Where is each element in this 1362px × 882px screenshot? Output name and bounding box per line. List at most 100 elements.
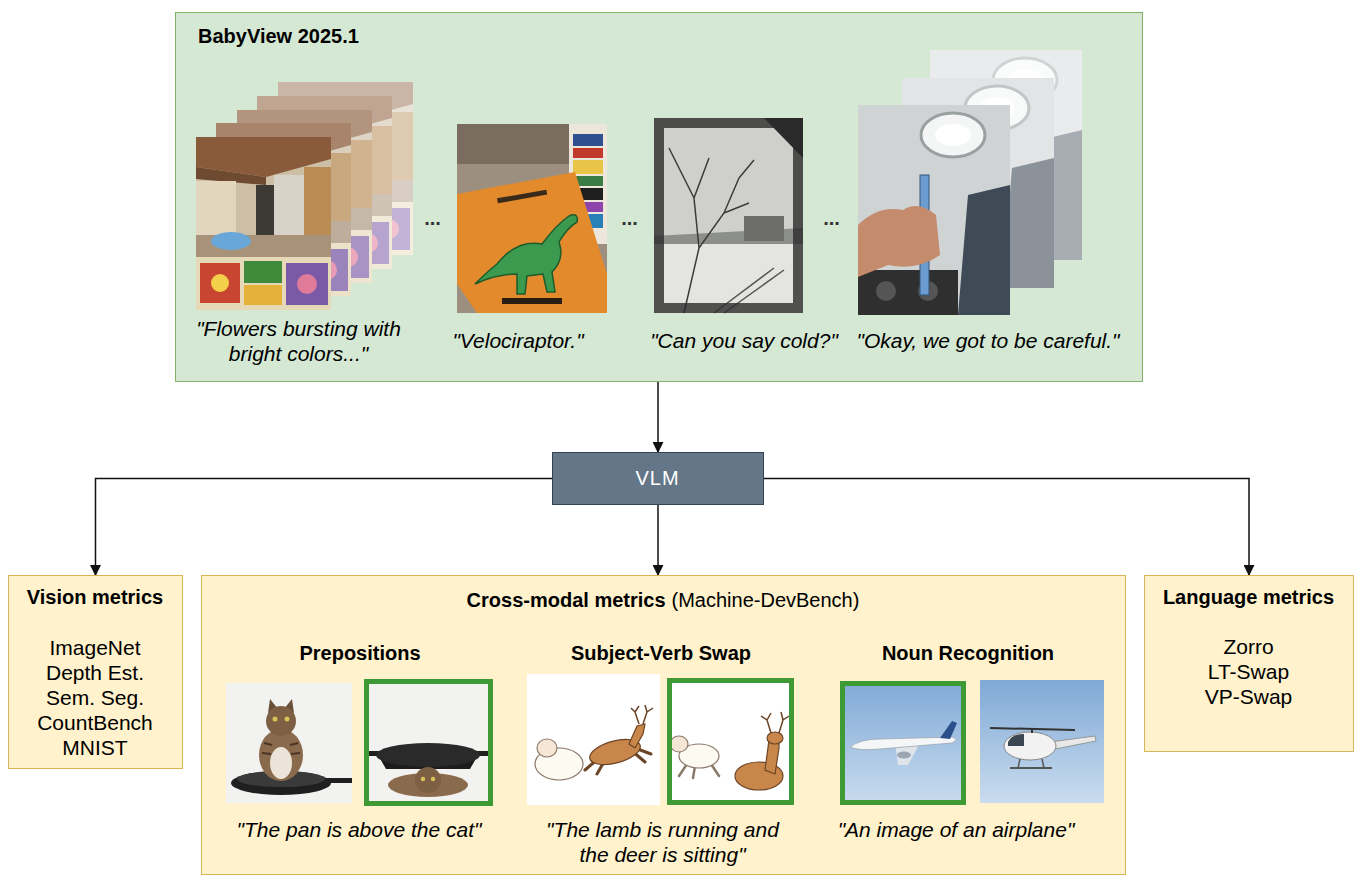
connector-arrow bbox=[96, 479, 553, 576]
utterance-caption: "Okay, we got to be careful." bbox=[856, 328, 1119, 353]
text-row: "Can you say cold?" bbox=[624, 328, 864, 353]
image-lamb-sitting-deer-running bbox=[537, 739, 557, 757]
image-lamb-sitting-deer-running bbox=[585, 758, 599, 770]
text-row: ... bbox=[610, 206, 650, 230]
photo-stack-kitchen bbox=[858, 105, 1010, 315]
text-row: Vision metrics bbox=[9, 585, 181, 609]
text-row: "Flowers bursting with bright colors..." bbox=[181, 316, 416, 366]
text-row: ImageNet bbox=[9, 635, 181, 660]
text-row: Prepositions bbox=[230, 641, 490, 665]
text-row: "The lamb is running and the deer is sit… bbox=[535, 817, 790, 867]
image-airplane bbox=[850, 737, 956, 750]
image-lamb-sitting-deer-running bbox=[629, 724, 645, 748]
text-row: VP-Swap bbox=[1145, 684, 1352, 709]
image-helicopter bbox=[1031, 729, 1033, 733]
photo-winter-window bbox=[654, 118, 803, 313]
connector-arrow bbox=[657, 505, 659, 575]
photo-dinosaur-book bbox=[573, 148, 603, 158]
photo-dinosaur-book bbox=[573, 176, 603, 186]
image-lamb-running-deer-sitting bbox=[761, 712, 789, 733]
photo-winter-window bbox=[714, 268, 784, 313]
ellipsis: ... bbox=[424, 206, 441, 230]
image-cat-in-pan bbox=[237, 771, 325, 787]
image-lamb-sitting-deer-running bbox=[631, 750, 645, 762]
photo-stack-room bbox=[278, 82, 413, 255]
image-cat-in-pan bbox=[264, 743, 272, 745]
photo-stack-room bbox=[257, 96, 392, 269]
text-row: ... bbox=[413, 206, 453, 230]
image-cat-in-pan bbox=[273, 717, 278, 722]
image-pan-above-cat bbox=[388, 773, 468, 797]
image-helicopter bbox=[1050, 736, 1096, 750]
image-cat-in-pan bbox=[326, 778, 352, 783]
image-lamb-sitting-deer-running bbox=[585, 748, 651, 774]
image-lamb-sitting-deer-running bbox=[535, 748, 583, 780]
image-helicopter bbox=[1042, 759, 1044, 768]
photo-dinosaur-book bbox=[573, 134, 603, 146]
image-lamb-sitting-deer-running bbox=[527, 674, 660, 805]
image-lamb-running-deer-sitting bbox=[761, 712, 789, 733]
image-cat-in-pan bbox=[284, 699, 294, 713]
image-helicopter bbox=[980, 680, 1104, 803]
image-helicopter bbox=[1010, 767, 1052, 769]
photo-dinosaur-book bbox=[573, 188, 603, 200]
text-row: LT-Swap bbox=[1145, 659, 1352, 684]
image-lamb-sitting-deer-running bbox=[587, 735, 643, 770]
image-lamb-sitting-deer-running bbox=[527, 674, 660, 805]
photo-winter-window bbox=[659, 123, 798, 308]
photo-stack-room bbox=[237, 110, 372, 283]
image-pan-above-cat bbox=[378, 755, 478, 769]
image-lamb-running-deer-sitting bbox=[679, 764, 719, 778]
text-row: "The pan is above the cat" bbox=[219, 817, 499, 842]
image-lamb-sitting-deer-running bbox=[631, 705, 653, 724]
metrics-box: Language metricsZorroLT-SwapVP-Swap bbox=[1144, 575, 1354, 752]
image-pan-above-cat bbox=[477, 751, 493, 756]
utterance-caption: "Can you say cold?" bbox=[650, 328, 838, 353]
photo-dinosaur-book bbox=[573, 214, 603, 228]
task-caption: "The lamb is running and the deer is sit… bbox=[535, 817, 790, 867]
image-pan-above-cat bbox=[364, 751, 380, 756]
image-lamb-running-deer-sitting bbox=[711, 764, 719, 776]
image-cat-in-pan bbox=[268, 699, 278, 713]
photo-dinosaur-book bbox=[457, 124, 569, 164]
photo-winter-window bbox=[744, 216, 784, 241]
image-helicopter bbox=[980, 680, 1104, 803]
dataset-panel: BabyView 2025.1 "Flowers bursting with br… bbox=[175, 12, 1143, 382]
photo-dinosaur-book bbox=[569, 124, 607, 244]
image-lamb-running-deer-sitting bbox=[667, 678, 794, 805]
photo-dinosaur-book bbox=[475, 215, 577, 294]
image-lamb-running-deer-sitting bbox=[693, 766, 695, 778]
task-title: Prepositions bbox=[299, 641, 420, 665]
photo-dinosaur-book bbox=[502, 298, 562, 304]
photo-dinosaur-book bbox=[573, 202, 603, 212]
image-airplane bbox=[840, 681, 966, 805]
image-lamb-running-deer-sitting bbox=[670, 681, 792, 803]
metric-name: CountBench bbox=[37, 710, 153, 735]
text-row: CountBench bbox=[9, 710, 181, 735]
photo-winter-window bbox=[654, 244, 803, 313]
image-cat-in-pan bbox=[262, 743, 300, 754]
metrics-box: Cross-modal metrics(Machine-DevBench)Pre… bbox=[201, 575, 1126, 875]
image-lamb-running-deer-sitting bbox=[767, 732, 783, 744]
image-cat-in-pan bbox=[291, 753, 300, 754]
image-lamb-sitting-deer-running bbox=[635, 748, 651, 754]
panel-title: BabyView 2025.1 bbox=[198, 24, 359, 48]
metric-name: ImageNet bbox=[49, 635, 140, 660]
image-lamb-running-deer-sitting bbox=[679, 764, 687, 776]
image-cat-in-pan bbox=[270, 747, 292, 779]
image-airplane bbox=[897, 752, 911, 759]
metrics-title: Language metrics bbox=[1163, 585, 1334, 609]
ellipsis: ... bbox=[823, 206, 840, 230]
text-row: "Okay, we got to be careful." bbox=[848, 328, 1128, 353]
text-row: "Velociraptor." bbox=[398, 328, 638, 353]
image-pan-above-cat bbox=[364, 679, 493, 806]
connector-arrow bbox=[764, 479, 1249, 576]
image-airplane bbox=[843, 684, 964, 803]
photo-stack-kitchen bbox=[902, 78, 1054, 288]
photo-dinosaur-book bbox=[457, 124, 607, 313]
photo-stack-kitchen bbox=[930, 50, 1082, 260]
photo-winter-window bbox=[764, 118, 803, 158]
photo-dinosaur-book bbox=[497, 190, 547, 204]
image-lamb-running-deer-sitting bbox=[735, 762, 783, 790]
